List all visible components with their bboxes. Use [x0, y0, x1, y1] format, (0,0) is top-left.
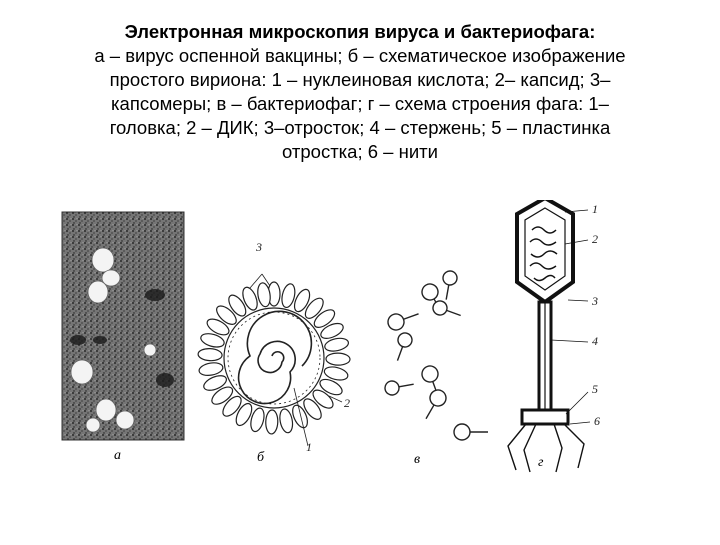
phage-label-fibers: 6 [594, 414, 600, 428]
virus-particles [70, 247, 157, 433]
phage-label-dna: 2 [592, 232, 598, 246]
phage-micrograph [384, 270, 488, 441]
caption-line-3: капсомеры; в – бактериофаг; г – схема ст… [111, 93, 609, 114]
virion-schematic [197, 273, 351, 447]
phage-label-tail: 3 [592, 294, 598, 308]
figure-caption: Электронная микроскопия вируса и бактери… [20, 20, 700, 164]
caption-line-2: простого вириона: 1 – нуклеиновая кислот… [109, 69, 611, 90]
phage-scheme [507, 195, 591, 473]
caption-line-5: отростка; 6 – нити [282, 141, 438, 162]
caption-title: Электронная микроскопия вируса и бактери… [124, 21, 596, 42]
phage-label-head: 1 [592, 202, 598, 216]
virion-label-capsid: 2 [344, 396, 350, 410]
virion-label-capsomeres: 3 [256, 240, 262, 254]
panel-label-b: б [257, 450, 265, 465]
panel-label-a: а [114, 448, 121, 463]
panel-label-v: в [414, 452, 421, 467]
figure-area: а б в г 3 2 1 1 2 3 4 5 6 [0, 195, 720, 540]
micrograph-panel [61, 211, 185, 441]
caption-line-4: головка; 2 – ДИК; 3–отросток; 4 – стерже… [109, 117, 611, 138]
phage-label-rod: 4 [592, 334, 598, 348]
figure-illustration [61, 195, 591, 473]
panel-label-g: г [538, 455, 544, 470]
caption-line-1: а – вирус оспенной вакцины; б – схематич… [94, 45, 626, 66]
virion-label-nucleic-acid: 1 [306, 440, 312, 454]
phage-label-plate: 5 [592, 382, 598, 396]
